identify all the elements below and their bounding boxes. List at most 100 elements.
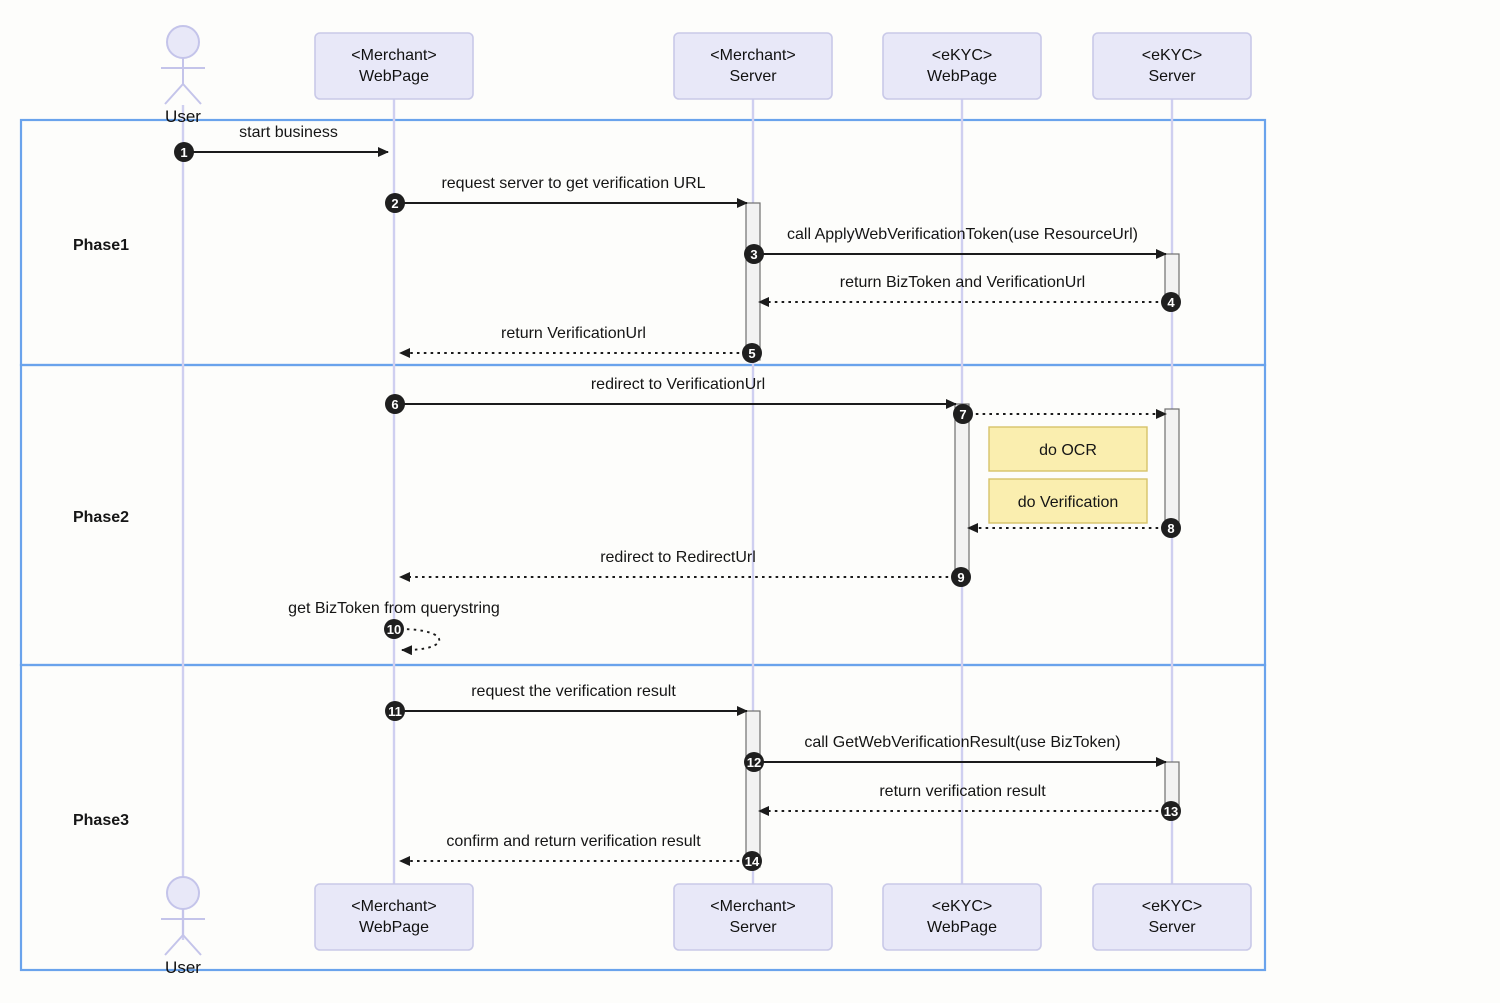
message-14: confirm and return verification result 14 [399,833,762,871]
participant-actor-top[interactable]: User [161,25,205,126]
step-marker-6: 6 [385,394,405,414]
note-do-ocr: do OCR [988,426,1148,472]
message-label: request the verification result [471,683,676,700]
message-8: 8 [967,518,1181,538]
participant-box-ekyc_server[interactable]: <eKYC>Server [1092,883,1252,951]
message-2: request server to get verification URL 2 [385,175,748,213]
step-marker-circle [385,193,405,213]
message-label: redirect to RedirectUrl [600,549,756,566]
step-marker-number: 1 [180,145,187,160]
step-marker-circle [951,567,971,587]
message-label: return verification result [879,783,1046,800]
step-marker-number: 5 [748,346,755,361]
message-label: redirect to VerificationUrl [591,376,765,393]
participant-box-merchant_server[interactable]: <Merchant>Server [673,883,833,951]
step-marker-circle [1161,801,1181,821]
act-merchant-server-1 [745,202,761,361]
note-box [988,426,1148,472]
step-marker-14: 14 [742,851,762,871]
participant-label-line2: Server [1148,68,1196,85]
message-line [399,628,441,656]
note-box [988,478,1148,524]
participant-label-line1: <Merchant> [351,898,436,915]
participant-label-line1: <eKYC> [1142,898,1202,915]
message-12: call GetWebVerificationResult(use BizTok… [744,734,1167,772]
participant-label-line1: <eKYC> [932,47,992,64]
message-5: return VerificationUrl 5 [399,325,762,363]
message-label: return VerificationUrl [501,325,646,342]
participant-label: User [165,107,201,126]
step-marker-13: 13 [1161,801,1181,821]
phase-label: Phase2 [73,509,129,526]
participant-label-line2: WebPage [927,919,997,936]
participant-box-merchant_server[interactable]: <Merchant>Server [673,32,833,100]
step-marker-3: 3 [744,244,764,264]
actor-leg-left [164,83,184,105]
participant-rect [314,883,474,951]
participant-label-line2: Server [729,68,777,85]
message-13: return verification result 13 [758,783,1181,821]
participant-label-line1: <Merchant> [710,898,795,915]
participant-rect [1092,883,1252,951]
message-3: call ApplyWebVerificationToken(use Resou… [744,226,1167,264]
participant-rect [1092,32,1252,100]
step-marker-number: 8 [1167,521,1174,536]
participant-label-line2: WebPage [359,68,429,85]
message-11: request the verification result 11 [385,683,748,721]
step-marker-circle [953,404,973,424]
participant-box-merchant_webpage[interactable]: <Merchant>WebPage [314,32,474,100]
participant-rect [673,883,833,951]
participant-box-ekyc_webpage[interactable]: <eKYC>WebPage [882,883,1042,951]
step-marker-1: 1 [174,142,194,162]
step-marker-8: 8 [1161,518,1181,538]
message-7: 7 [953,404,1167,424]
phase-frame-phase3: Phase3 [19,663,1267,972]
notes: do OCR do Verification [988,426,1148,524]
message-label: call GetWebVerificationResult(use BizTok… [804,734,1120,751]
act-ekyc-webpage-1 [954,403,970,583]
step-marker-number: 12 [747,755,761,770]
message-6: redirect to VerificationUrl 6 [385,376,957,414]
note-do-verification: do Verification [988,478,1148,524]
actor-head-icon [166,25,200,59]
actor-leg-right [182,934,202,956]
step-marker-11: 11 [385,701,405,721]
step-marker-2: 2 [385,193,405,213]
participant-box-merchant_webpage[interactable]: <Merchant>WebPage [314,883,474,951]
message-label: confirm and return verification result [446,833,701,850]
step-marker-7: 7 [953,404,973,424]
participant-label-line2: WebPage [927,68,997,85]
participant-label-line1: <eKYC> [1142,47,1202,64]
step-marker-number: 2 [391,196,398,211]
step-marker-circle [742,851,762,871]
message-4: return BizToken and VerificationUrl 4 [758,274,1181,312]
participant-actor-bottom[interactable]: User [161,876,205,977]
actor-head-icon [166,876,200,910]
step-marker-circle [385,701,405,721]
step-marker-circle [744,752,764,772]
phase-label: Phase3 [73,812,129,829]
step-marker-number: 9 [957,570,964,585]
step-marker-number: 13 [1164,804,1178,819]
step-marker-number: 3 [750,247,757,262]
step-marker-5: 5 [742,343,762,363]
message-label: return BizToken and VerificationUrl [840,274,1085,291]
step-marker-12: 12 [744,752,764,772]
participant-box-ekyc_webpage[interactable]: <eKYC> WebPage [882,32,1042,100]
message-label: get BizToken from querystring [288,600,500,617]
step-marker-number: 7 [959,407,966,422]
participants: UserUser<Merchant>WebPage<Merchant>WebPa… [161,25,1252,977]
step-marker-circle [744,244,764,264]
participant-label: User [165,958,201,977]
step-marker-circle [1161,292,1181,312]
step-marker-number: 6 [391,397,398,412]
message-label: request server to get verification URL [441,175,705,192]
step-marker-number: 4 [1167,295,1175,310]
participant-box-ekyc_server[interactable]: <eKYC> Server [1092,32,1252,100]
step-marker-number: 11 [388,704,402,719]
